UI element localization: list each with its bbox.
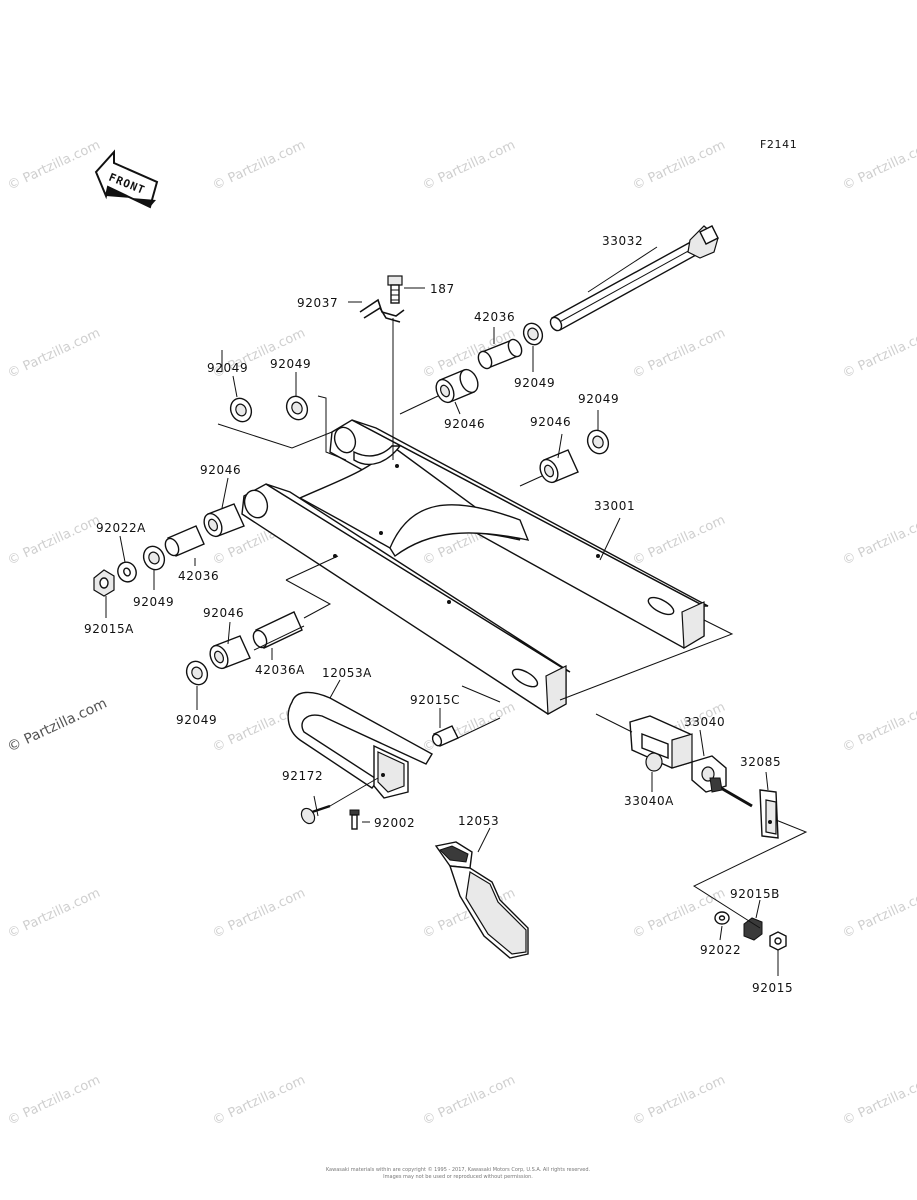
part-label-92015C: 92015C <box>410 693 460 707</box>
watermark: © Partzilla.com <box>420 138 517 194</box>
watermark: © Partzilla.com <box>5 138 102 194</box>
pivot-axle <box>549 225 719 332</box>
part-label-92022A: 92022A <box>96 521 146 535</box>
part-label-92002: 92002 <box>374 816 415 830</box>
watermark: © Partzilla.com <box>630 1073 727 1129</box>
watermark: © Partzilla.com <box>840 138 917 194</box>
footer-copyright: Kawasaki materials within are copyright … <box>326 1166 591 1173</box>
part-label-92049-top-left: 92049 <box>207 361 248 375</box>
part-label-42036-top: 42036 <box>474 310 515 324</box>
part-label-42036A: 42036A <box>255 663 305 677</box>
seal-92049-top-left <box>229 397 253 423</box>
collar-92015C <box>431 725 459 747</box>
leader-lines <box>105 246 808 976</box>
adjuster-block-33040A <box>629 715 693 772</box>
nut-92015 <box>769 931 787 951</box>
part-label-92015: 92015 <box>752 981 793 995</box>
chain-guide-12053 <box>434 841 529 959</box>
swingarm-33001 <box>241 419 709 715</box>
bearing-92046-top <box>435 368 479 404</box>
front-arrow-icon: FRONT <box>94 149 159 209</box>
watermark: © Partzilla.com <box>840 1073 917 1129</box>
watermark: © Partzilla.com <box>420 1073 517 1129</box>
watermark: © Partzilla.com <box>210 138 307 194</box>
part-labels: 33032 187 92037 42036 92049 92049 92049 … <box>84 234 793 995</box>
part-label-12053: 12053 <box>458 814 499 828</box>
part-label-33040A: 33040A <box>624 794 674 808</box>
watermark: © Partzilla.com <box>420 700 517 756</box>
part-label-92172: 92172 <box>282 769 323 783</box>
watermark: © Partzilla.com <box>630 513 727 569</box>
part-label-12053A: 12053A <box>322 666 372 680</box>
sleeve-42036-left <box>164 525 205 557</box>
part-label-92049-mid-right: 92049 <box>578 392 619 406</box>
seal-92049-left <box>142 545 166 571</box>
part-label-42036-left: 42036 <box>178 569 219 583</box>
part-label-92046-top: 92046 <box>444 417 485 431</box>
adjuster-bolt <box>709 777 753 808</box>
footer-notice: Images may not be used or reproduced wit… <box>383 1174 533 1180</box>
seal-92049-low <box>185 660 209 686</box>
seal-92049-mid-right <box>586 429 610 455</box>
screw-92172 <box>300 804 331 825</box>
part-label-92046-left: 92046 <box>200 463 241 477</box>
watermark: © Partzilla.com <box>840 700 917 756</box>
watermark: © Partzilla.com <box>210 886 307 942</box>
watermark: © Partzilla.com <box>5 886 102 942</box>
chain-slider-12053A <box>287 691 433 799</box>
bearing-92046-low <box>209 635 251 670</box>
watermark: © Partzilla.com <box>630 326 727 382</box>
watermark: © Partzilla.com <box>5 695 110 755</box>
part-label-92022: 92022 <box>700 943 741 957</box>
watermark: © Partzilla.com <box>5 513 102 569</box>
seal-92049-axle <box>522 322 544 346</box>
part-label-92046-low: 92046 <box>203 606 244 620</box>
watermark: © Partzilla.com <box>5 326 102 382</box>
watermark: © Partzilla.com <box>5 1073 102 1129</box>
part-label-92015B: 92015B <box>730 887 780 901</box>
watermark: © Partzilla.com <box>840 326 917 382</box>
bearing-92046-left <box>203 503 245 538</box>
part-label-92037: 92037 <box>297 296 338 310</box>
watermark: © Partzilla.com <box>630 138 727 194</box>
block-32085 <box>759 789 779 839</box>
part-label-92046-mid-right: 92046 <box>530 415 571 429</box>
bearing-92046-mid-right <box>539 449 579 484</box>
part-label-92049-axle: 92049 <box>514 376 555 390</box>
washer-92022A <box>117 561 137 583</box>
part-label-187: 187 <box>430 282 455 296</box>
nut-92015B <box>743 917 763 941</box>
bolt-92002 <box>349 809 360 830</box>
part-label-92049-low: 92049 <box>176 713 217 727</box>
bolt-187 <box>387 275 403 304</box>
part-label-33032: 33032 <box>602 234 643 248</box>
washer-92022 <box>714 911 730 925</box>
part-label-92049-top-mid: 92049 <box>270 357 311 371</box>
nut-92015A <box>93 569 115 597</box>
watermark: © Partzilla.com <box>630 886 727 942</box>
watermark: © Partzilla.com <box>840 886 917 942</box>
figure-code: F2141 <box>760 138 797 151</box>
watermark: © Partzilla.com <box>210 1073 307 1129</box>
part-label-32085: 32085 <box>740 755 781 769</box>
part-label-92049-left: 92049 <box>133 595 174 609</box>
part-label-33001: 33001 <box>594 499 635 513</box>
part-label-92015A: 92015A <box>84 622 134 636</box>
watermark: © Partzilla.com <box>840 513 917 569</box>
sleeve-42036-top <box>477 338 523 370</box>
sleeve-42036A <box>252 611 303 649</box>
part-label-33040: 33040 <box>684 715 725 729</box>
seal-92049-top-mid <box>285 395 309 421</box>
